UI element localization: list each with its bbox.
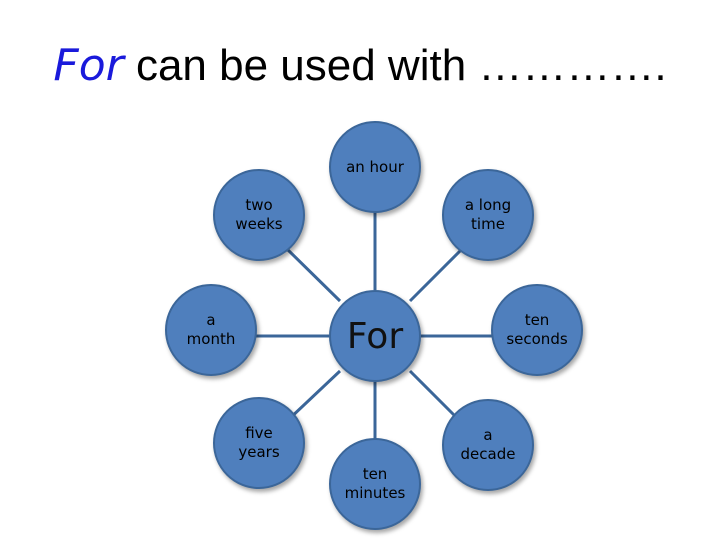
node-a-month: a month (165, 284, 257, 376)
node-an-hour: an hour (329, 121, 421, 213)
node-two-weeks: two weeks (213, 169, 305, 261)
connector-a-long-time (408, 247, 464, 303)
title-rest: can be used with …………. (123, 41, 667, 90)
node-ten-minutes: ten minutes (329, 438, 421, 530)
node-a-long-time: a long time (442, 169, 534, 261)
connector-five-years (285, 369, 342, 423)
connector-two-weeks (285, 247, 342, 303)
node-ten-seconds: ten seconds (491, 284, 583, 376)
node-five-years: five years (213, 397, 305, 489)
title-keyword: For (53, 40, 124, 91)
node-a-decade: a decade (442, 399, 534, 491)
center-node: For (329, 290, 421, 382)
page-title: For can be used with …………. (0, 40, 720, 91)
